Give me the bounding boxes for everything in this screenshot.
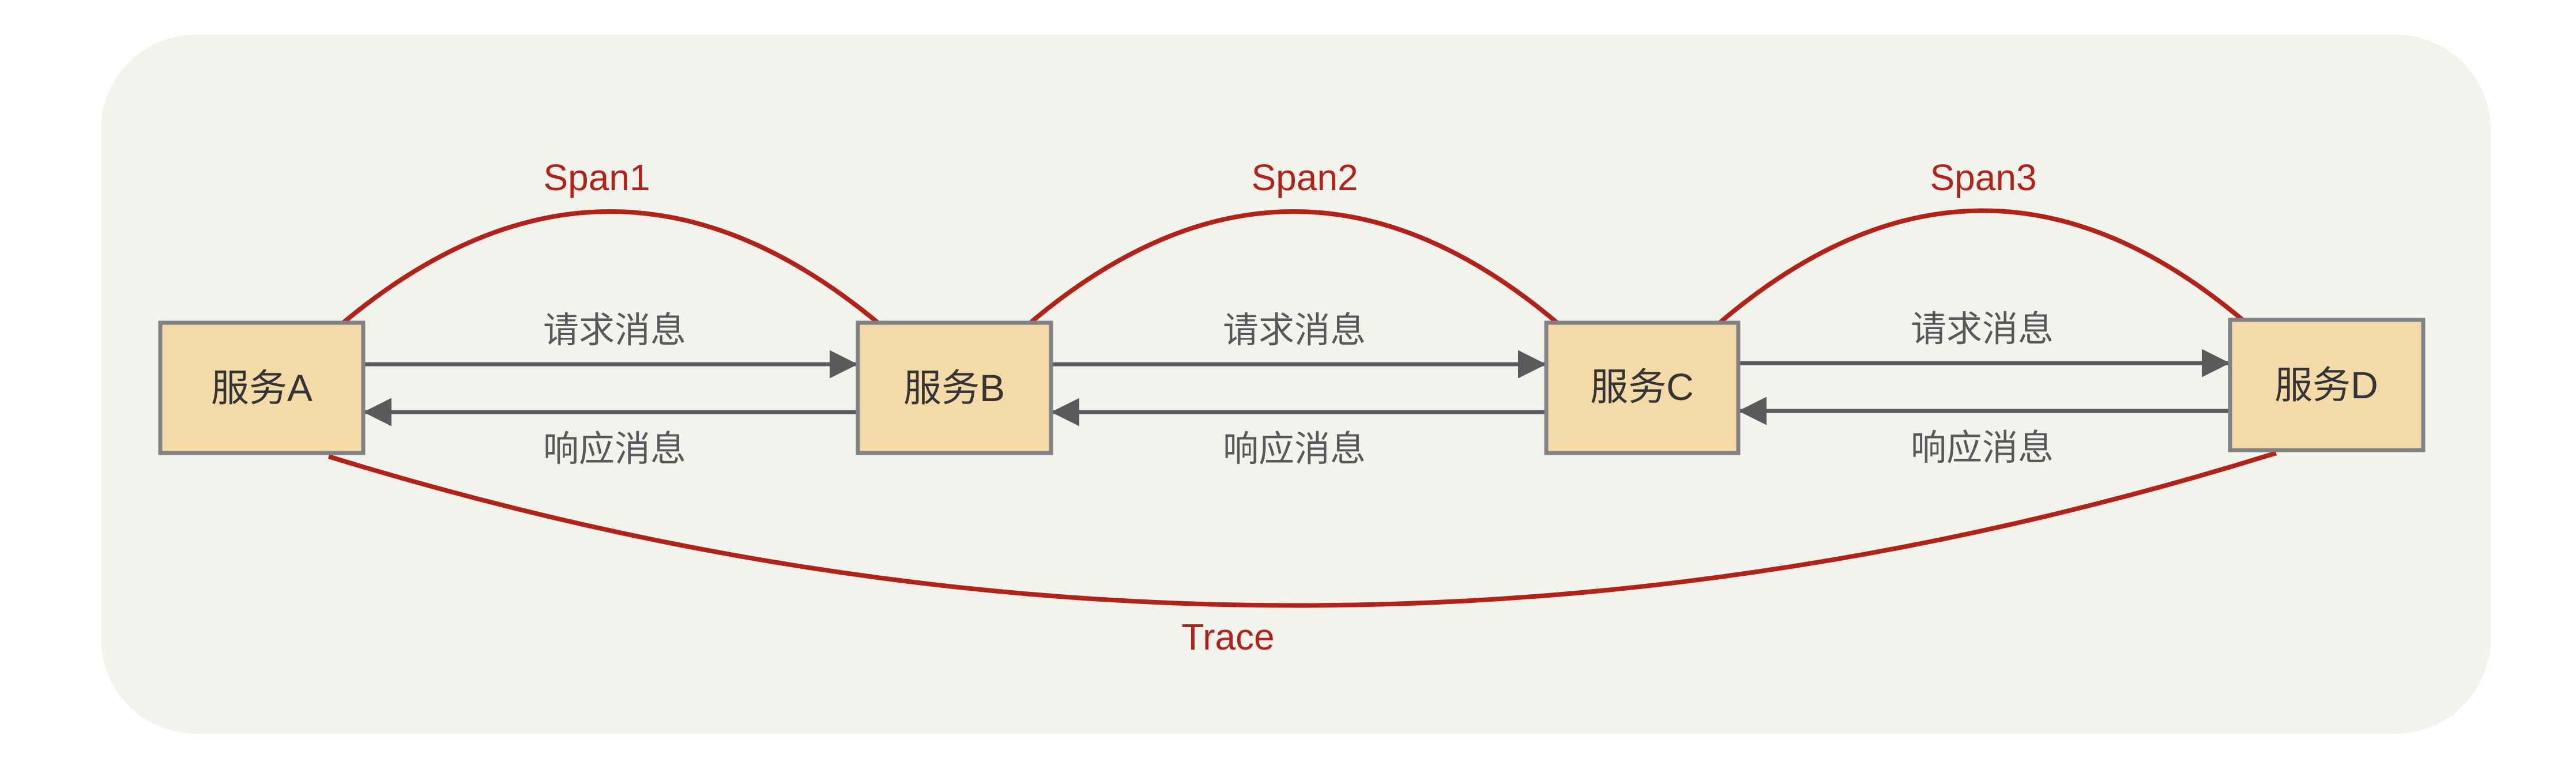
request-label-a-b: 请求消息	[543, 311, 686, 350]
span3-arc	[1715, 208, 2249, 327]
service-node-c	[1544, 320, 1741, 455]
service-node-d	[2228, 318, 2426, 452]
span2-arc	[1025, 209, 1563, 329]
span3-label: Span3	[1930, 157, 2036, 198]
service-node-b	[856, 320, 1053, 455]
response-label-c-d: 响应消息	[1911, 428, 2054, 468]
trace-arc	[327, 451, 2277, 608]
response-label-a-b: 响应消息	[543, 429, 686, 469]
background-panel	[101, 35, 2491, 734]
span1-arc	[337, 209, 884, 329]
service-d-label: 服务D	[2274, 364, 2378, 406]
service-a-label: 服务A	[211, 367, 312, 409]
service-node-a	[158, 320, 366, 455]
response-label-b-c: 响应消息	[1223, 429, 1366, 469]
service-c-label: 服务C	[1590, 365, 1694, 408]
span2-label: Span2	[1251, 157, 1358, 198]
request-label-b-c: 请求消息	[1223, 311, 1366, 350]
trace-label: Trace	[1181, 616, 1274, 658]
span1-label: Span1	[543, 157, 650, 198]
request-label-c-d: 请求消息	[1911, 309, 2054, 349]
service-b-label: 服务B	[903, 367, 1005, 409]
